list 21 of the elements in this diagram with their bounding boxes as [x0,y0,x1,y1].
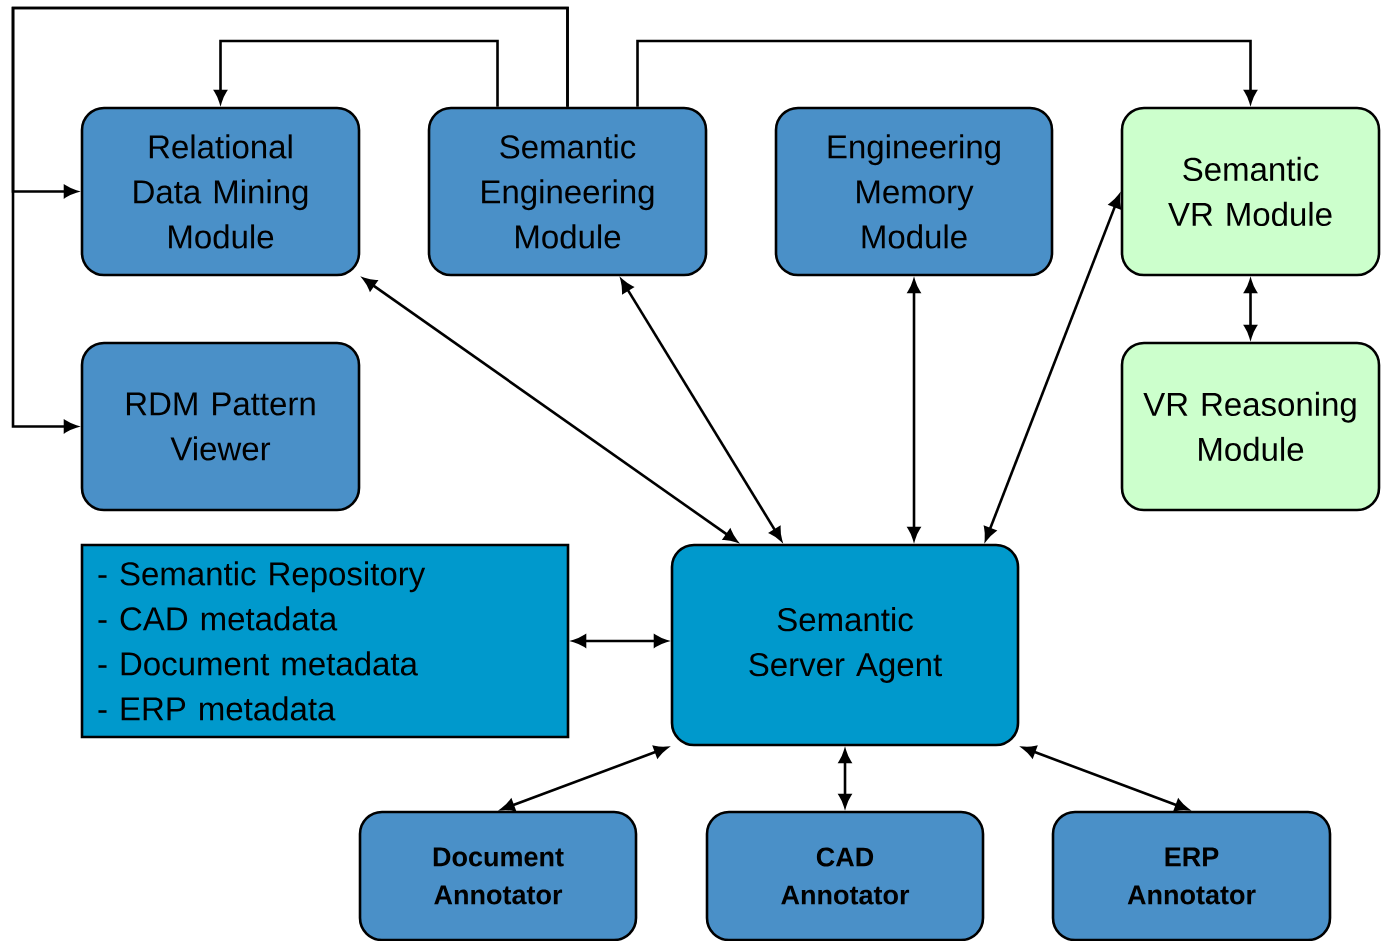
module-box: Semantic VR Module [1120,106,1381,277]
arrow [11,6,569,433]
repository-box: - Semantic Repository - CAD metadata - Document metadata - ERP metadata [80,543,570,739]
module-box: Engineering Memory Module [774,106,1054,277]
arrow [362,277,738,543]
arrow [620,278,783,542]
module-box: Semantic Engineering Module [427,106,708,277]
arrow [907,279,921,541]
agent-box: Semantic Server Agent [670,543,1020,747]
module-box: RDM Pattern Viewer [80,341,361,512]
module-box: Relational Data Mining Module [80,106,361,277]
arrow [214,39,499,107]
arrow [636,39,1257,107]
arrow [984,194,1122,541]
annotator-box: ERP Annotator [1051,810,1332,941]
arrow [572,634,668,648]
module-box: VR Reasoning Module [1120,341,1381,512]
arrow [1022,745,1189,812]
annotator-box: Document Annotator [358,810,638,941]
arrow [838,749,852,808]
annotator-box: CAD Annotator [705,810,985,941]
